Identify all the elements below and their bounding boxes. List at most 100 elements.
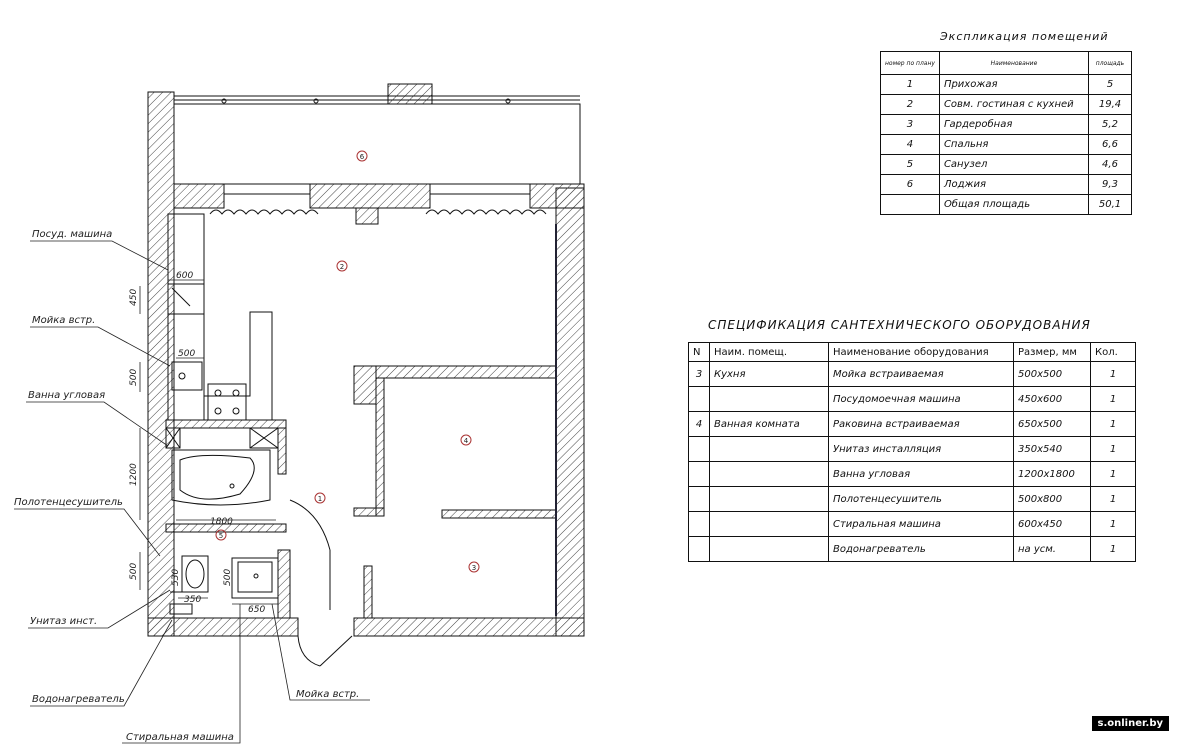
table-row: 5 Санузел 4,6 — [880, 154, 1132, 175]
cell-n — [688, 436, 710, 462]
table-row: Водонагреватель на усм. 1 — [688, 536, 1136, 562]
kitchen-counter — [167, 213, 273, 421]
cell-name: Лоджия — [938, 174, 1090, 195]
cell-size: 500x800 — [1013, 486, 1091, 512]
table-row: 4 Спальня 6,6 — [880, 134, 1132, 155]
cell-name: Спальня — [938, 134, 1090, 155]
cell-n — [688, 461, 710, 487]
room-marker-5: 5 — [219, 532, 223, 540]
cell-room: Кухня — [709, 361, 829, 387]
cell-qty: 1 — [1090, 461, 1136, 487]
callout-corner-bath: Ванна угловая — [28, 390, 105, 401]
total-area: 50,1 — [1088, 194, 1132, 215]
cooktop — [207, 383, 247, 421]
table-row: Посудомоечная машина 450x600 1 — [688, 386, 1136, 412]
curtains — [209, 209, 547, 215]
cell-size: 1200x1800 — [1013, 461, 1091, 487]
floor-plan: 1 2 3 4 5 6 600 450 500 500 1200 1800 50… — [14, 83, 585, 744]
cell-area: 9,3 — [1088, 174, 1132, 195]
loggia — [173, 95, 581, 195]
watermark: s.onliner.by — [1091, 716, 1169, 731]
cell-equipment: Посудомоечная машина — [828, 386, 1014, 412]
room-markers — [215, 150, 480, 573]
cell-equipment: Мойка встраиваемая — [828, 361, 1014, 387]
exterior-walls — [147, 83, 585, 637]
callout-bath-sink: Мойка встр. — [296, 689, 359, 700]
cell-room — [709, 461, 829, 487]
total-label: Общая площадь — [938, 194, 1090, 215]
cell-size: 600x450 — [1013, 511, 1091, 537]
table-header-row: номер по плану Наименование площадь — [880, 51, 1132, 75]
table-row: 1 Прихожая 5 — [880, 74, 1132, 95]
room-marker-3: 3 — [472, 564, 476, 572]
bathroom-fixtures — [165, 427, 279, 615]
table-row: Унитаз инсталляция 350x540 1 — [688, 436, 1136, 462]
cell-qty: 1 — [1090, 536, 1136, 562]
cell-size: 450x600 — [1013, 386, 1091, 412]
doors — [289, 499, 353, 667]
cell-room — [709, 536, 829, 562]
cell-room — [709, 386, 829, 412]
cell-n: 3 — [688, 361, 710, 387]
cell-number: 5 — [880, 154, 940, 175]
header-number: номер по плану — [880, 51, 940, 75]
header-room: Наим. помещ. — [709, 342, 829, 362]
specification-title: СПЕЦИФИКАЦИЯ САНТЕХНИЧЕСКОГО ОБОРУДОВАНИ… — [708, 318, 1091, 332]
cell-equipment: Полотенцесушитель — [828, 486, 1014, 512]
room-marker-4: 4 — [464, 437, 469, 445]
callout-washing-machine: Стиральная машина — [126, 732, 234, 743]
table-row: 2 Совм. гостиная с кухней 19,4 — [880, 94, 1132, 115]
dim-1200: 1200 — [129, 463, 139, 486]
header-n: N — [688, 342, 710, 362]
cell-n — [688, 511, 710, 537]
cell-number: 3 — [880, 114, 940, 135]
dim-1800: 1800 — [210, 517, 233, 527]
dim-450: 450 — [129, 289, 139, 306]
cell-qty: 1 — [1090, 386, 1136, 412]
cell-size: на усм. — [1013, 536, 1091, 562]
callout-dishwasher: Посуд. машина — [32, 229, 112, 240]
cell-area: 19,4 — [1088, 94, 1132, 115]
dim-650: 650 — [248, 605, 265, 615]
cell-size: 350x540 — [1013, 436, 1091, 462]
cell-number — [880, 194, 940, 215]
cell-equipment: Унитаз инсталляция — [828, 436, 1014, 462]
cell-room — [709, 486, 829, 512]
explication-title: Экспликация помещений — [940, 30, 1109, 43]
cell-name: Гардеробная — [938, 114, 1090, 135]
cell-equipment: Ванна угловая — [828, 461, 1014, 487]
table-total-row: Общая площадь 50,1 — [880, 194, 1132, 215]
cell-area: 5 — [1088, 74, 1132, 95]
dim-500-sink: 500 — [223, 569, 233, 586]
cell-qty: 1 — [1090, 486, 1136, 512]
explication-table: номер по плану Наименование площадь 1 Пр… — [880, 51, 1132, 215]
cell-number: 2 — [880, 94, 940, 115]
dim-500-kitchen: 500 — [178, 349, 195, 359]
cell-n — [688, 536, 710, 562]
cell-number: 6 — [880, 174, 940, 195]
dim-500-toilet: 500 — [129, 563, 139, 580]
specification-table: N Наим. помещ. Наименование оборудования… — [688, 342, 1136, 562]
table-header-row: N Наим. помещ. Наименование оборудования… — [688, 342, 1136, 362]
cell-name: Прихожая — [938, 74, 1090, 95]
cell-number: 4 — [880, 134, 940, 155]
cell-room — [709, 436, 829, 462]
table-row: 4 Ванная комната Раковина встраиваемая 6… — [688, 411, 1136, 437]
table-row: Ванна угловая 1200x1800 1 — [688, 461, 1136, 487]
cell-name: Совм. гостиная с кухней — [938, 94, 1090, 115]
table-row: 3 Гардеробная 5,2 — [880, 114, 1132, 135]
room-marker-2: 2 — [340, 263, 344, 271]
callout-water-heater: Водонагреватель — [32, 694, 125, 705]
cell-n — [688, 386, 710, 412]
callout-leaders — [14, 240, 370, 744]
cell-name: Санузел — [938, 154, 1090, 175]
header-qty: Кол. — [1090, 342, 1136, 362]
interior-walls — [165, 365, 557, 619]
table-row: 6 Лоджия 9,3 — [880, 174, 1132, 195]
cell-area: 4,6 — [1088, 154, 1132, 175]
room-marker-6: 6 — [360, 153, 365, 161]
table-row: Полотенцесушитель 500x800 1 — [688, 486, 1136, 512]
cell-qty: 1 — [1090, 361, 1136, 387]
callout-toilet: Унитаз инст. — [30, 616, 97, 627]
cell-room: Ванная комната — [709, 411, 829, 437]
